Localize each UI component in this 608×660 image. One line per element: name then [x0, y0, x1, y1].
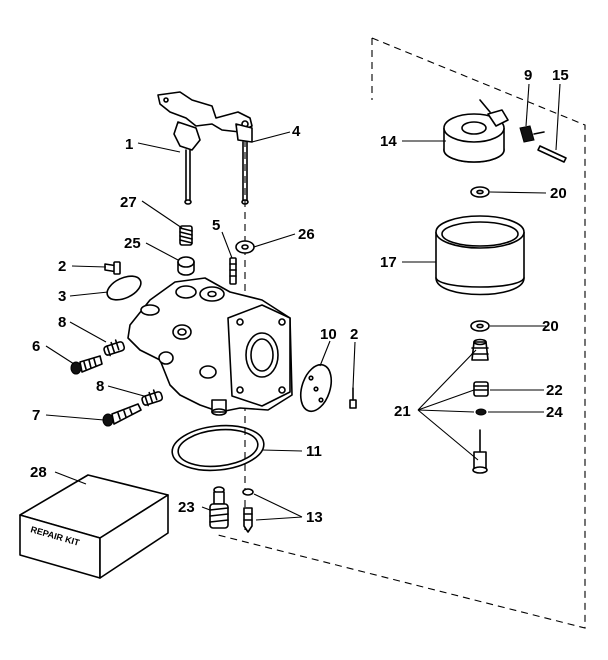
- callout-13: 13: [306, 509, 323, 526]
- part-5-pin: [229, 257, 237, 285]
- part-21-needle: [472, 429, 488, 474]
- callout-25: 25: [124, 235, 141, 252]
- part-26-seal: [235, 240, 255, 254]
- part-11-gasket: [171, 424, 265, 472]
- callout-17: 17: [380, 254, 397, 271]
- part-24-oring: [475, 408, 487, 416]
- part-8-spring-upper: [103, 339, 126, 357]
- callout-8-lower: 8: [96, 378, 104, 395]
- part-23-inlet-spring: [209, 486, 229, 529]
- callout-7: 7: [32, 407, 40, 424]
- callout-10: 10: [320, 326, 337, 343]
- part-2-screw-right: [349, 387, 357, 409]
- callout-27: 27: [120, 194, 137, 211]
- part-20-washer-lower: [470, 320, 490, 332]
- part-21-jet-stack: [471, 338, 489, 361]
- part-22-jet: [473, 381, 489, 397]
- callout-11: 11: [306, 443, 322, 460]
- part-1-throttle-shaft: [173, 121, 201, 205]
- part-7-needle-screw: [102, 403, 142, 427]
- part-14-bowl-cover: [443, 99, 509, 163]
- callout-labels: 1 4 27 25 2 3 8 6 8 7 5 26 10 2 11 28 23…: [30, 67, 569, 526]
- part-13-needle-washer: [242, 488, 254, 533]
- part-17-float-bowl: [435, 215, 525, 296]
- callout-2-right: 2: [350, 326, 358, 343]
- callout-15: 15: [552, 67, 569, 84]
- part-15-pin: [537, 145, 567, 163]
- callout-5: 5: [212, 217, 220, 234]
- part-28-repair-kit-box: REPAIR KIT: [19, 474, 169, 579]
- part-4-choke-shaft: [235, 123, 253, 205]
- callout-21: 21: [394, 403, 411, 420]
- callout-1: 1: [125, 136, 133, 153]
- carburetor-body: [127, 277, 293, 416]
- callout-8-upper: 8: [58, 314, 66, 331]
- part-27-spring: [179, 225, 193, 246]
- part-2-screw-left: [104, 261, 121, 275]
- callout-20-lower: 20: [542, 318, 559, 335]
- callout-2-left: 2: [58, 258, 66, 275]
- callout-14: 14: [380, 133, 397, 150]
- leader-lines: [45, 83, 561, 521]
- callout-3: 3: [58, 288, 66, 305]
- part-3-choke-plate: [106, 275, 142, 301]
- callout-23: 23: [178, 499, 195, 516]
- part-9-clip: [519, 125, 545, 143]
- callout-20-upper: 20: [550, 185, 567, 202]
- part-6-mixture-screw: [70, 355, 103, 375]
- callout-4: 4: [292, 123, 301, 140]
- callout-9: 9: [524, 67, 532, 84]
- part-20-washer-upper: [470, 186, 490, 198]
- part-25-bushing: [177, 256, 195, 276]
- callout-24: 24: [546, 404, 563, 421]
- part-8-spring-lower: [141, 389, 164, 407]
- callout-6: 6: [32, 338, 40, 355]
- callout-26: 26: [298, 226, 315, 243]
- callout-22: 22: [546, 382, 563, 399]
- part-10-throttle-plate: [299, 363, 333, 413]
- assembly-boundary: [217, 37, 586, 629]
- callout-28: 28: [30, 464, 47, 481]
